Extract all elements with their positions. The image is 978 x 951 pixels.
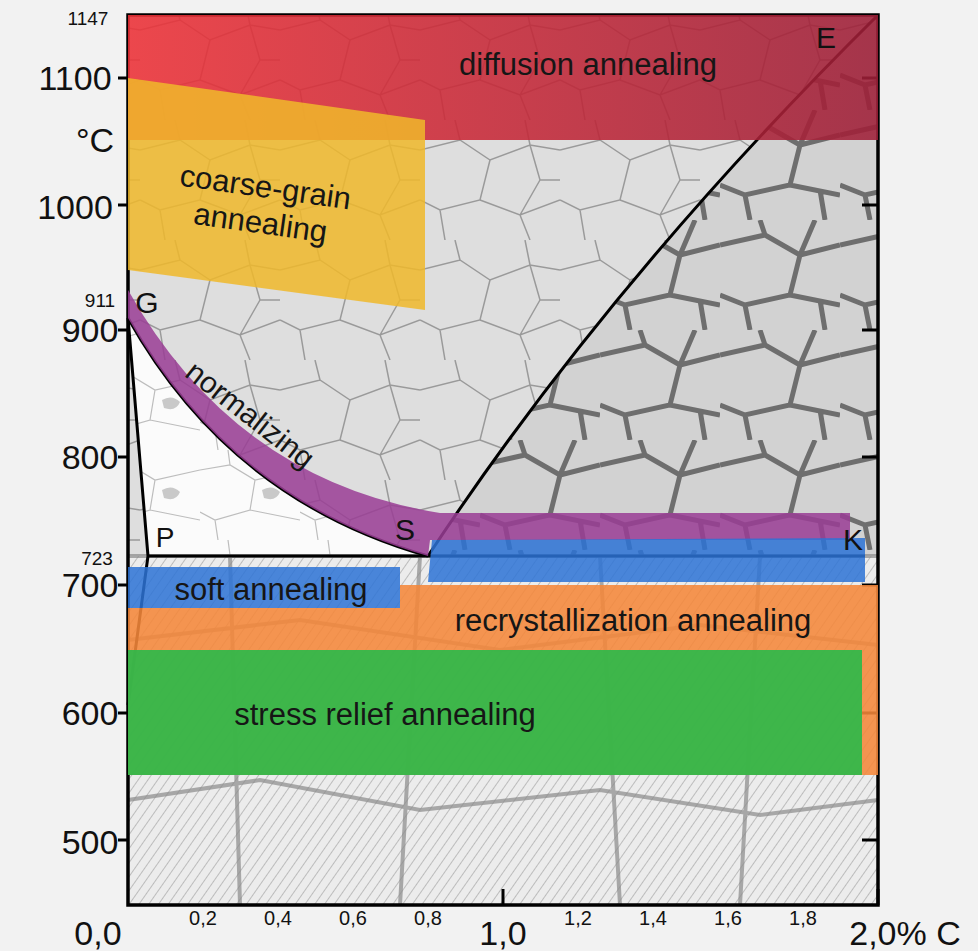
stress-relief-band: stress relief annealing: [128, 650, 862, 775]
coarse-grain-band: coarse-grain annealing: [128, 78, 425, 310]
axis-tick-label: 1100: [38, 61, 111, 95]
axis-tick-label: 0,2: [189, 908, 217, 928]
axis-tick-label: 0,6: [339, 908, 367, 928]
axis-tick-label: 1000: [37, 190, 113, 224]
axis-tick-label: 1,2: [564, 908, 592, 928]
point-letter: S: [395, 515, 415, 545]
axis-tick-label: 1,8: [789, 908, 817, 928]
temperature-value: 911: [85, 291, 115, 310]
band-label: recrystallization annealing: [455, 603, 812, 639]
band-label: stress relief annealing: [234, 697, 536, 733]
axis-unit: °C: [76, 123, 114, 157]
band-fill: [128, 290, 850, 556]
point-letter: G: [135, 288, 158, 318]
normalizing-band: normalizing: [128, 288, 850, 558]
band-fill: [128, 585, 878, 775]
point-letter: P: [156, 524, 175, 552]
axis-tick-label: 1,6: [714, 908, 742, 928]
axis-tick-label: 900: [62, 313, 119, 347]
band-fill: [128, 650, 862, 775]
axis-tick-label: 700: [62, 568, 119, 602]
temperature-value: 1147: [68, 9, 109, 28]
axis-unit-label: 2,0% C: [849, 916, 961, 950]
axis-tick-label: 1,4: [639, 908, 667, 928]
axis-tick-label: 0,4: [264, 908, 292, 928]
axis-tick-label: 0,0: [74, 916, 121, 950]
point-letter: E: [816, 23, 836, 53]
axis-tick-label: 500: [62, 825, 119, 859]
axis-tick-label: 0,8: [414, 908, 442, 928]
band-fill: [128, 78, 425, 310]
axis-tick-label: 800: [62, 440, 119, 474]
point-letter: K: [843, 525, 863, 555]
temperature-value: 723: [81, 549, 113, 568]
axis-tick-label: 1,0: [479, 916, 526, 950]
axis-tick-label: 600: [62, 696, 119, 730]
band-label: soft annealing: [174, 572, 367, 608]
band-label: diffusion annealing: [459, 47, 717, 83]
